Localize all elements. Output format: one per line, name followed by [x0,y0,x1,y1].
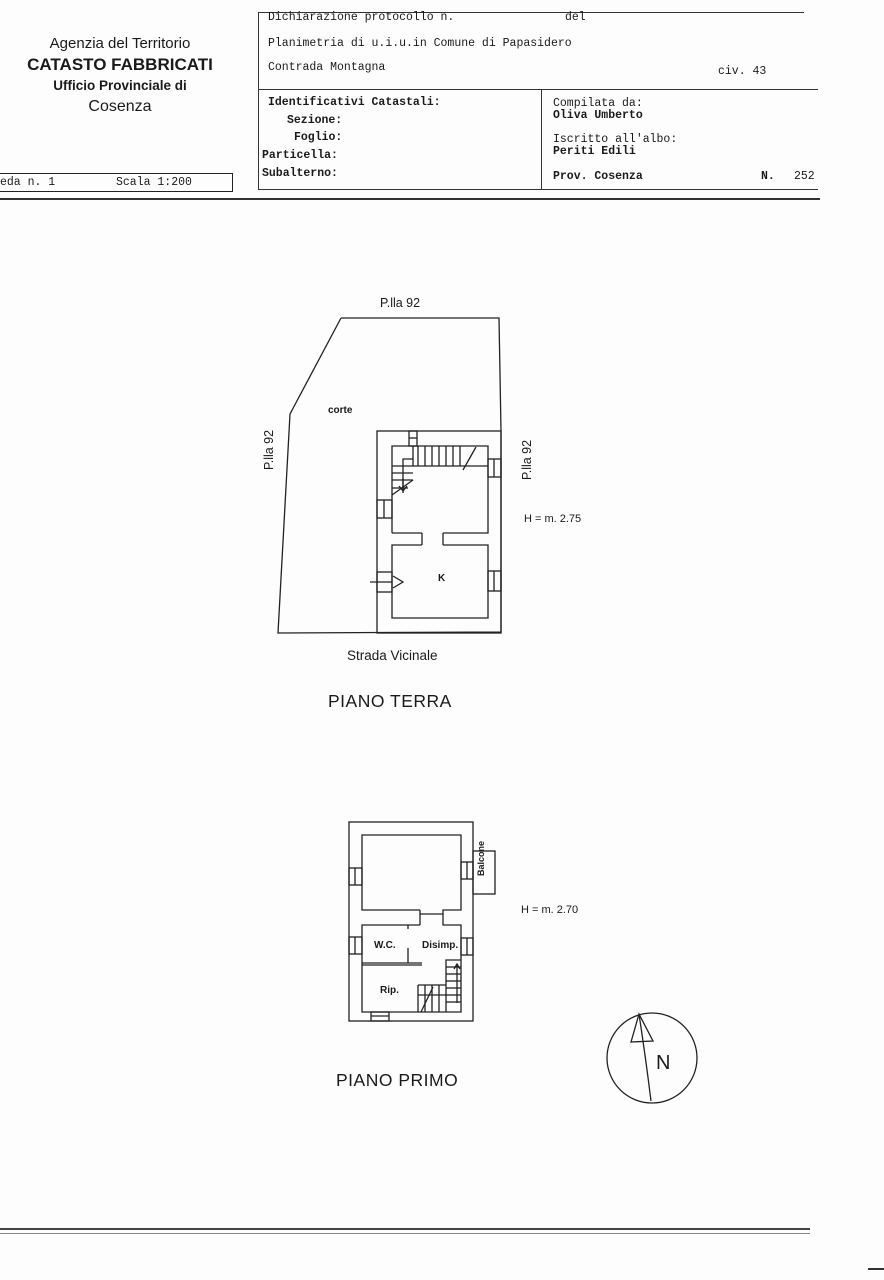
first-room-main [361,834,462,915]
registration-number-label: N. [761,170,775,183]
particella-label: Particella: [262,149,338,162]
first-room-lower [361,914,462,1013]
province-label: Prov. Cosenza [553,170,643,183]
ground-room-upper [391,445,489,534]
header-divider-horizontal [258,89,818,90]
disimpegno-label: Disimp. [422,940,459,951]
agency-header: Agenzia del Territorio CATASTO FABBRICAT… [0,34,240,118]
registry-label: Iscritto all'albo: [553,133,678,146]
stair-outline [402,446,414,493]
ground-building-outer [376,430,502,634]
agency-name: Agenzia del Territorio [49,35,191,52]
ground-height-label: H = m. 2.75 [524,513,582,525]
header-border-bottom [258,189,818,190]
compiled-by-name: Oliva Umberto [553,109,643,122]
subalterno-label: Subalterno: [262,167,338,180]
compiled-by-label: Compilata da: [553,97,643,110]
footer-rule-secondary [0,1233,810,1234]
first-floor-title: PIANO PRIMO [336,1070,459,1090]
foglio-label: Foglio: [294,131,343,144]
scheda-number: eda n. 1 [0,176,56,189]
header-border-left [258,12,259,190]
protocol-label: Dichiarazione protocollo n. [268,11,455,24]
north-label: N [656,1052,671,1074]
kitchen-label: K [438,573,446,584]
header-border-top [258,12,804,13]
lot-outline [277,317,502,634]
north-arrow-head [630,1012,655,1043]
entrance-arrow [392,575,405,589]
scheda-box: eda n. 1 Scala 1:200 [0,173,233,192]
protocol-date-label: del [565,11,586,24]
top-neighbor-label: P.lla 92 [380,296,421,310]
north-arrow-circle [606,1012,698,1104]
header-rule [0,198,820,200]
first-height-label: H = m. 2.70 [521,904,579,916]
registry-value: Periti Edili [553,145,636,158]
sezione-label: Sezione: [287,114,343,127]
courtyard-label: corte [328,405,353,416]
civic-number: civ. 43 [718,65,767,78]
right-neighbor-label: P.lla 92 [520,439,534,480]
address: Contrada Montagna [268,61,386,74]
balcony-label: Balcone [476,840,486,876]
edge-mark [868,1268,884,1270]
footer-rule [0,1228,810,1230]
catasto-title: CATASTO FABBRICATI [27,55,213,74]
scale-label: Scala 1:200 [116,176,192,189]
wc-label: W.C. [374,940,396,951]
road-label: Strada Vicinale [347,648,438,663]
stair-up-arrow [453,962,461,970]
registration-number: 252 [794,170,815,183]
office-city: Cosenza [88,98,152,115]
header-divider-vertical [541,89,542,189]
ripostiglio-label: Rip. [380,985,399,996]
left-neighbor-label: P.lla 92 [262,429,276,470]
balcony [472,850,496,895]
ground-room-kitchen [391,544,489,619]
office-label: Ufficio Provinciale di [53,78,187,93]
north-arrow-needle [638,1013,652,1102]
cadastral-identifiers-title: Identificativi Catastali: [268,96,441,109]
ground-floor-title: PIANO TERRA [328,691,452,711]
plan-municipality: Planimetria di u.i.u.in Comune di Papasi… [268,37,572,50]
first-building-outer [348,821,474,1022]
